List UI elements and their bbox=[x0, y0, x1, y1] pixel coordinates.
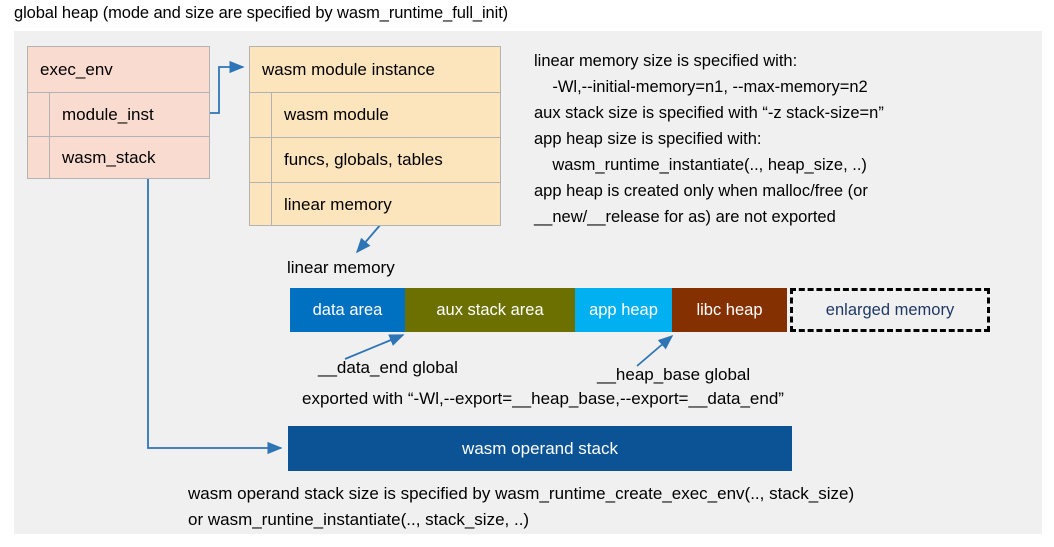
diagram-title: global heap (mode and size are specified… bbox=[14, 4, 509, 22]
exec-env-field-wasm-stack: wasm_stack bbox=[28, 136, 209, 179]
annotation-exported-with: exported with “-Wl,--export=__heap_base,… bbox=[302, 389, 784, 408]
indent-cell bbox=[28, 137, 50, 179]
wasm-stack-label: wasm_stack bbox=[62, 148, 156, 167]
wasm-module-instance-box: wasm module instance wasm module funcs, … bbox=[249, 46, 501, 226]
exec-env-field-module-inst: module_inst bbox=[28, 92, 209, 136]
wasm-operand-stack-bar: wasm operand stack bbox=[288, 426, 792, 471]
segment-app-heap: app heap bbox=[575, 288, 672, 332]
segment-data-area: data area bbox=[290, 288, 405, 332]
indent-cell bbox=[28, 93, 50, 136]
module-instance-header-label: wasm module instance bbox=[262, 59, 435, 79]
indent-cell bbox=[250, 138, 272, 182]
module-inst-label: module_inst bbox=[62, 104, 154, 124]
operand-stack-note: wasm operand stack size is specified by … bbox=[188, 484, 855, 529]
exec-env-header-row: exec_env bbox=[28, 47, 209, 92]
linear-memory-label: linear memory bbox=[284, 194, 392, 214]
annotation-data-end-global: __data_end global bbox=[318, 358, 458, 377]
memory-configuration-notes: linear memory size is specified with: -W… bbox=[534, 52, 884, 226]
module-instance-field-wasm-module: wasm module bbox=[250, 92, 500, 137]
linear-memory-bar-caption: linear memory bbox=[287, 258, 395, 277]
segment-enlarged-memory: enlarged memory bbox=[790, 288, 990, 332]
exec-env-box: exec_env module_inst wasm_stack bbox=[27, 46, 210, 179]
segment-libc-heap: libc heap bbox=[672, 288, 787, 332]
module-instance-field-funcs-globals-tables: funcs, globals, tables bbox=[250, 137, 500, 182]
annotation-heap-base-global: __heap_base global bbox=[597, 365, 751, 384]
segment-aux-stack-area: aux stack area bbox=[405, 288, 575, 332]
module-instance-field-linear-memory: linear memory bbox=[250, 182, 500, 226]
indent-cell bbox=[250, 183, 272, 226]
wasm-module-label: wasm module bbox=[284, 105, 389, 124]
funcs-globals-tables-label: funcs, globals, tables bbox=[284, 150, 443, 169]
exec-env-header-label: exec_env bbox=[40, 59, 113, 79]
module-instance-header-row: wasm module instance bbox=[250, 47, 500, 92]
indent-cell bbox=[250, 93, 272, 137]
linear-memory-bar: data area aux stack area app heap libc h… bbox=[290, 288, 990, 332]
